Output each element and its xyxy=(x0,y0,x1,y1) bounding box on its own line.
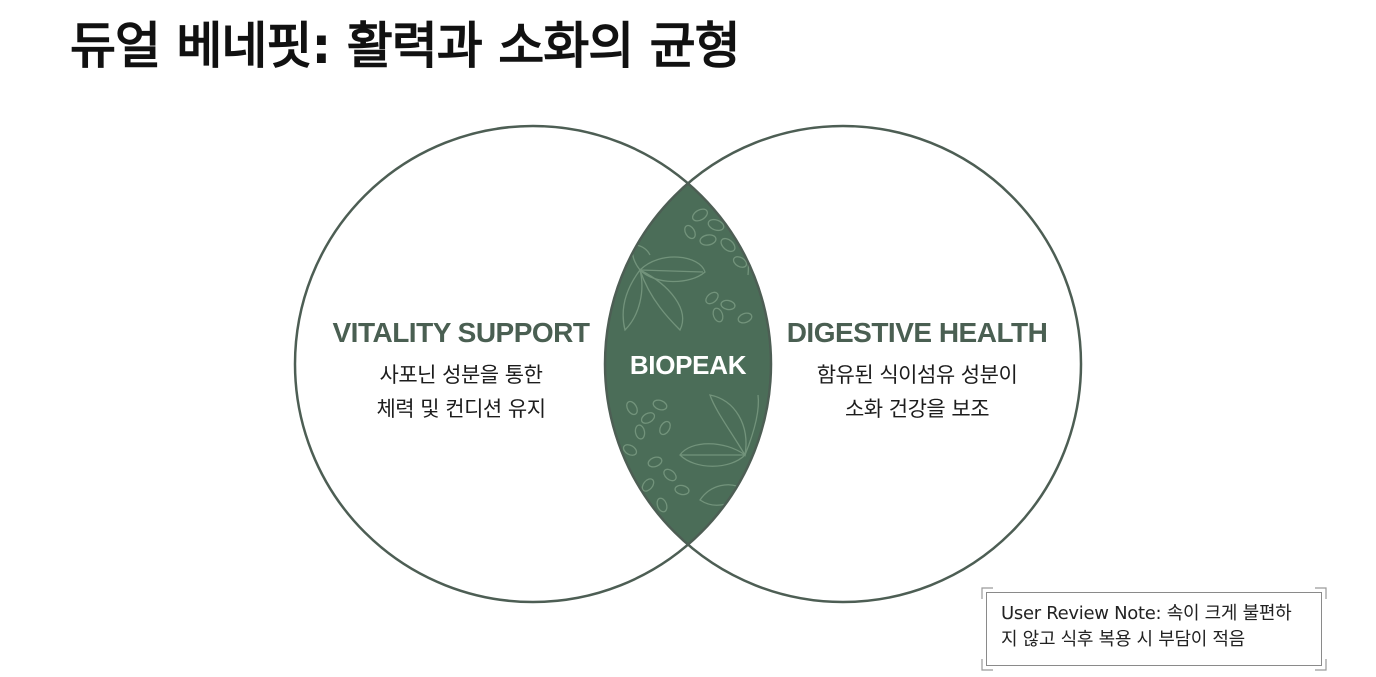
note-text: User Review Note: 속이 크게 불편하 지 않고 식후 복용 시… xyxy=(1001,601,1313,653)
description-line: 체력 및 컨디션 유지 xyxy=(376,397,546,421)
left-circle xyxy=(293,124,773,604)
description-line: 사포닌 성분을 통한 xyxy=(379,363,543,387)
vitality-support-description: 사포닌 성분을 통한 체력 및 컨디션 유지 xyxy=(300,358,622,426)
user-review-note: User Review Note: 속이 크게 불편하 지 않고 식후 복용 시… xyxy=(986,592,1322,666)
description-line: 소화 건강을 보조 xyxy=(844,397,990,421)
description-line: 함유된 식이섬유 성분이 xyxy=(816,363,1018,387)
digestive-health-description: 함유된 식이섬유 성분이 소화 건강을 보조 xyxy=(756,358,1078,426)
note-line: 지 않고 식후 복용 시 부담이 적음 xyxy=(1001,629,1245,650)
digestive-health-heading: DIGESTIVE HEALTH xyxy=(786,317,1048,348)
note-line: User Review Note: 속이 크게 불편하 xyxy=(1001,603,1292,624)
biopeak-label: BIOPEAK xyxy=(629,350,747,380)
page-title: 듀얼 베네핏: 활력과 소화의 균형 xyxy=(70,17,741,75)
vitality-support-heading: VITALITY SUPPORT xyxy=(332,317,591,348)
digestive-health-set: DIGESTIVE HEALTH 함유된 식이섬유 성분이 소화 건강을 보조 xyxy=(756,318,1078,426)
vitality-support-set: VITALITY SUPPORT 사포닌 성분을 통한 체력 및 컨디션 유지 xyxy=(300,318,622,426)
right-circle xyxy=(603,124,1083,604)
